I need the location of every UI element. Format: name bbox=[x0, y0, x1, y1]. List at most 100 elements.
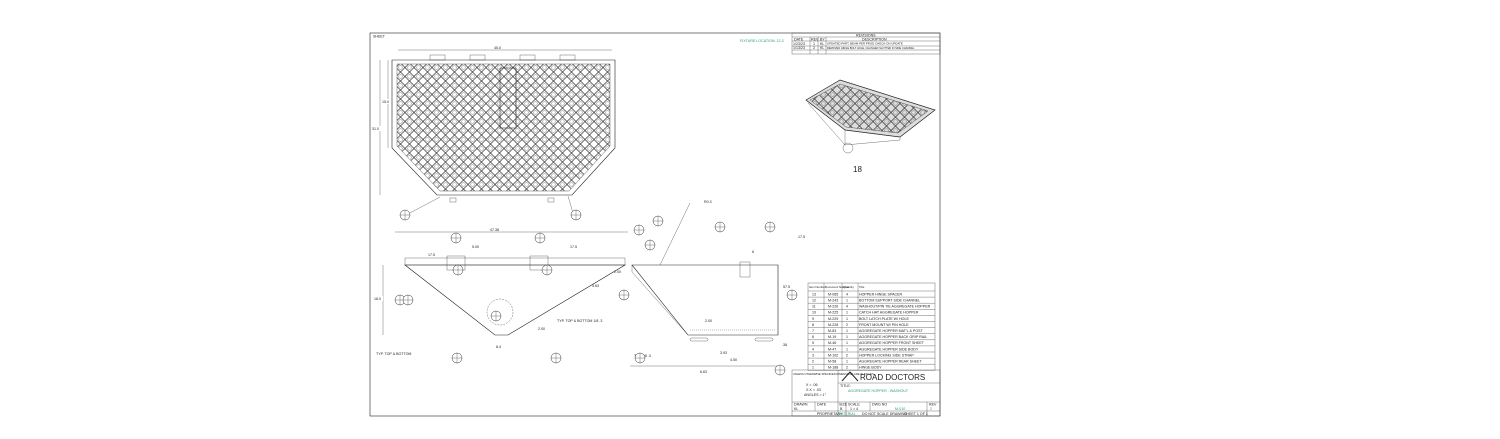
dim-side-c: 2.00 bbox=[705, 319, 712, 323]
size: B bbox=[840, 407, 843, 411]
bom-header: Quantity bbox=[843, 285, 854, 289]
bom-cell: BOLT LATCH PLATE W/ HOLE bbox=[859, 317, 909, 321]
item-balloon bbox=[399, 209, 411, 221]
bom-cell: CATCH HAT AGGREGATE HOPPER bbox=[859, 311, 919, 315]
top-view: 45.0 15.0 31.0 bbox=[372, 46, 616, 214]
bom-cell: M-58 bbox=[828, 360, 836, 364]
rev-cell: REMOVED HINGE BOLT HOLE, CHANGED SLOTTED… bbox=[827, 46, 915, 50]
rev-header-by: BY bbox=[820, 37, 825, 41]
isometric-view: 18 bbox=[805, 79, 936, 174]
dim-front-c: 17.5 bbox=[570, 245, 577, 249]
bom-cell: M-065 bbox=[828, 292, 838, 296]
dim-front-b: 17.5 bbox=[428, 253, 435, 257]
bom-cell: M-46 bbox=[828, 341, 836, 345]
dim-front-a: 5.00 bbox=[472, 245, 479, 249]
bom-cell: 1 bbox=[846, 341, 848, 345]
drawn-by: KL bbox=[794, 407, 798, 411]
bom-cell: AGGREGATE HOPPER SIDE BODY bbox=[859, 347, 919, 351]
item-balloon bbox=[452, 264, 464, 276]
item-balloon bbox=[550, 352, 562, 364]
revision: 2 bbox=[930, 407, 932, 411]
dim-top-height: 31.0 bbox=[372, 127, 379, 131]
weld-note-front-2: TYP. TOP & BOTTOM 1/8 .3 bbox=[557, 319, 602, 323]
dim-side-b: 6 bbox=[752, 250, 754, 254]
bom-cell: M-188 bbox=[828, 366, 838, 370]
footer-sheet: SHEET 1 OF 1 bbox=[904, 412, 928, 416]
item-balloon bbox=[644, 239, 656, 251]
dim-front-g: 8.4 bbox=[496, 345, 501, 349]
bom-cell: M-225 bbox=[828, 311, 838, 315]
bom-header: Title bbox=[859, 285, 865, 289]
bom-header: Item Number bbox=[809, 285, 826, 289]
bom-row: 5 M-46 1 AGGREGATE HOPPER FRONT SHEET bbox=[812, 341, 925, 345]
bom-cell: AGGREGATE HOPPER BACK GRIP RAIL bbox=[859, 335, 927, 339]
bom-cell: M-83 bbox=[828, 329, 836, 333]
date-label: DATE bbox=[817, 403, 827, 407]
footer-do-not-scale: DO NOT SCALE DRAWING bbox=[862, 412, 907, 416]
bom-cell: 2 bbox=[846, 366, 848, 370]
bom-cell: M-47 bbox=[828, 347, 836, 351]
drawing-number: M-010 bbox=[895, 407, 905, 411]
bom-cell: M-243 bbox=[828, 299, 838, 303]
bom-cell: 5 bbox=[812, 341, 814, 345]
rev-cell: 2 bbox=[813, 46, 815, 50]
bom-cell: 4 bbox=[846, 292, 848, 296]
bom-cell: 12 bbox=[812, 299, 816, 303]
bom-cell: 1 bbox=[846, 347, 848, 351]
rev-cell: KL bbox=[820, 42, 824, 46]
bom-row: 4 M-47 1 AGGREGATE HOPPER SIDE BODY bbox=[812, 347, 919, 351]
rev-cell: 1/13/23 bbox=[793, 46, 805, 50]
bom-cell: M-19 bbox=[828, 335, 836, 339]
bom-cell: 4 bbox=[812, 347, 814, 351]
bom-cell: 2 bbox=[846, 323, 848, 327]
rev-cell: KL bbox=[820, 46, 824, 50]
item-balloons bbox=[394, 209, 798, 376]
item-balloon bbox=[652, 215, 664, 227]
dim-front-f: 2.00 bbox=[614, 270, 621, 274]
bom-cell: 1 bbox=[846, 317, 848, 321]
revisions-title: REVISIONS bbox=[856, 33, 876, 37]
dim-side-r: R0.3 bbox=[704, 200, 712, 204]
bom-cell: M-102 bbox=[828, 353, 838, 357]
dim-top-height-inner: 15.0 bbox=[382, 100, 389, 104]
sheet-border bbox=[369, 32, 941, 417]
item-balloon bbox=[634, 352, 646, 364]
tolerance: X.X = .03 bbox=[806, 388, 821, 392]
item-balloon bbox=[450, 232, 462, 244]
item-balloon bbox=[714, 221, 726, 233]
scale-label: SCALE bbox=[848, 403, 860, 407]
bom-cell: 2 bbox=[812, 360, 814, 364]
dim-side-d: 3.93 bbox=[720, 351, 727, 355]
bom-cell: AGGREGATE HOPPER FRONT SHEET bbox=[859, 341, 925, 345]
bom-cell: M-226 bbox=[828, 305, 838, 309]
tolerance: ANGLES = 1° bbox=[804, 393, 827, 397]
dim-front-width: 47.38 bbox=[490, 228, 499, 232]
bom-header: Document Number bbox=[825, 285, 849, 289]
iso-label: 18 bbox=[853, 165, 862, 174]
scale: 1 = 4 bbox=[850, 407, 858, 411]
bom-cell: 1 bbox=[846, 329, 848, 333]
bom-cell: 3 bbox=[812, 353, 814, 357]
footer-proprietary: PROPRIETARY bbox=[817, 412, 843, 416]
item-balloon bbox=[534, 232, 546, 244]
bom-cell: 4 bbox=[846, 305, 848, 309]
bom-cell: 8 bbox=[812, 323, 814, 327]
item-balloon bbox=[402, 294, 414, 306]
bom-cell: 1 bbox=[846, 299, 848, 303]
rev-cell: UPDATED PART, BEAM PER PROD CHECK-ON UPD… bbox=[827, 42, 903, 46]
bom-cell: 1 bbox=[846, 335, 848, 339]
bom-cell: 1 bbox=[812, 366, 814, 370]
dim-front-h: 18.0 bbox=[374, 297, 381, 301]
rev-cell: 1/23/23 bbox=[793, 42, 805, 46]
rev-header-desc: DESCRIPTION bbox=[862, 37, 887, 41]
item-balloon bbox=[570, 209, 582, 221]
item-balloon bbox=[774, 364, 786, 376]
tolerance: X = .06 bbox=[806, 383, 818, 387]
